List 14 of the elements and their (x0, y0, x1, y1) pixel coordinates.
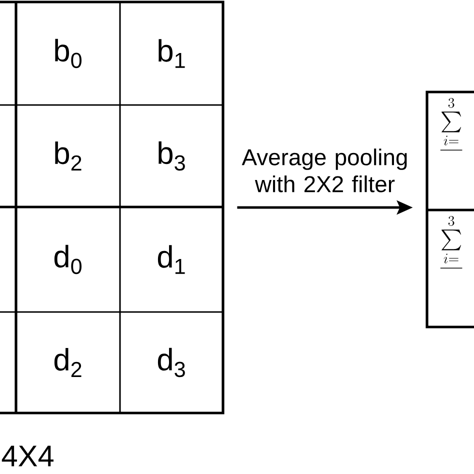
grid-cell: b$_{2}$ (15, 104, 121, 208)
size-label: 4X4 (2, 446, 54, 466)
grid-cell: b$_{1}$ (119, 1, 224, 106)
edge-label: Average pooling with 2X2 filter (242, 148, 407, 192)
grid-cell: $\frac{\sum\limits_{i=}^{3}}{}$ (440, 98, 462, 150)
grid-cell (0, 311, 17, 414)
grid-cell: b$_{3}$ (119, 104, 224, 208)
grid-cell: d$_{0}$ (15, 206, 121, 313)
grid-cell: d$_{3}$ (119, 311, 224, 414)
grid-cell: d$_{1}$ (119, 206, 224, 313)
output-grid (426, 90, 474, 328)
grid-cell: $\frac{\sum\limits_{i=}^{3}}{}$ (440, 216, 462, 268)
grid-cell: b$_{0}$ (15, 1, 121, 106)
grid-cell: d$_{2}$ (15, 311, 121, 414)
